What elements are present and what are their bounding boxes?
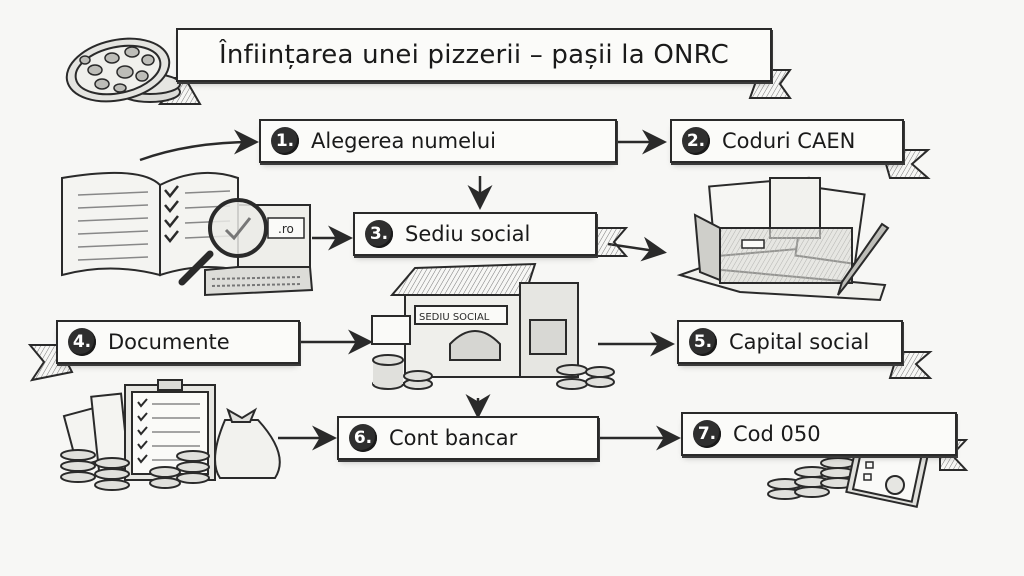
step-number-badge: 1.: [271, 127, 299, 155]
sediu-social-sign-text: SEDIU SOCIAL: [419, 312, 490, 323]
office-building-illustration: [371, 262, 615, 390]
step-number-badge: 3.: [365, 220, 393, 248]
title-banner: Înființarea unei pizzerii – pașii la ONR…: [176, 28, 772, 82]
step-number-badge: 6.: [349, 424, 377, 452]
step-5-capital-social[interactable]: 5. Capital social: [677, 320, 903, 364]
step-number-badge: 4.: [68, 328, 96, 356]
step-number-badge: 5.: [689, 328, 717, 356]
step-label: Cod 050: [733, 422, 821, 446]
step-3-sediu-social[interactable]: 3. Sediu social: [353, 212, 597, 256]
step-1-alegerea-numelui[interactable]: 1. Alegerea numelui: [259, 119, 617, 163]
name-search-illustration: [61, 171, 314, 297]
caen-folder-illustration: [676, 176, 890, 302]
pizza-icon: [65, 37, 181, 103]
documents-illustration: [60, 379, 281, 491]
step-number-badge: 7.: [693, 420, 721, 448]
domain-ro-text: .ro: [278, 222, 294, 236]
step-label: Cont bancar: [389, 426, 518, 450]
step-2-coduri-caen[interactable]: 2. Coduri CAEN: [670, 119, 904, 163]
step-label: Sediu social: [405, 222, 531, 246]
step-label: Coduri CAEN: [722, 129, 856, 153]
flow-arrows: [139, 129, 681, 451]
step-label: Capital social: [729, 330, 870, 354]
step-number-badge: 2.: [682, 127, 710, 155]
step-4-documente[interactable]: 4. Documente: [56, 320, 300, 364]
step-6-cont-bancar[interactable]: 6. Cont bancar: [337, 416, 599, 460]
step-label: Alegerea numelui: [311, 129, 496, 153]
step-7-cod-050[interactable]: 7. Cod 050: [681, 412, 957, 456]
page-title: Înființarea unei pizzerii – pașii la ONR…: [219, 40, 729, 70]
step-label: Documente: [108, 330, 230, 354]
